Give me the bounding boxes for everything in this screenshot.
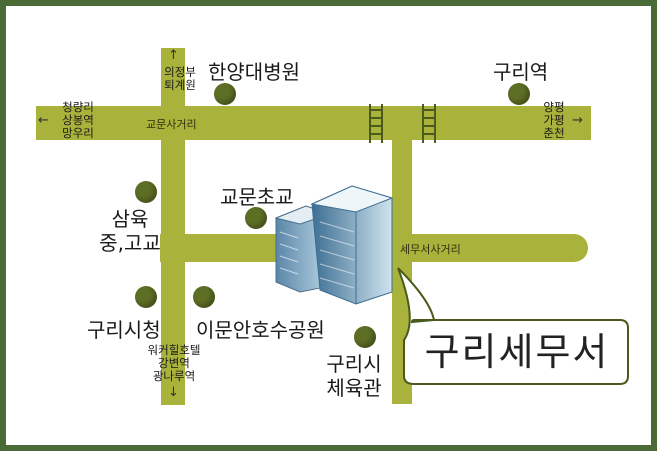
road-vertical-left bbox=[161, 48, 185, 405]
east-line1-text: 양평 bbox=[543, 100, 565, 114]
gym-line1-text: 구리시 bbox=[326, 352, 382, 376]
arrow-south-icon: ↓ bbox=[168, 385, 179, 400]
south-line3-text: 광나루역 bbox=[152, 369, 196, 383]
guri-cityhall-label: 구리시청 bbox=[87, 318, 161, 342]
guri-gym-label: 구리시 체육관 bbox=[322, 352, 386, 400]
road-horizontal-top bbox=[36, 106, 591, 140]
guri-cityhall-marker bbox=[135, 286, 157, 308]
west-line2-text: 상봉역 bbox=[62, 113, 94, 127]
semuseo-intersection-label: 세무서사거리 bbox=[400, 243, 461, 256]
south-direction-label: 워커힐호텔 강변역 광나루역 bbox=[138, 344, 210, 383]
gyomun-school-label: 교문초교 bbox=[220, 185, 294, 209]
hanyang-hospital-marker bbox=[214, 83, 236, 105]
samyuk-line2-text: 중,고교 bbox=[99, 231, 161, 255]
hanyang-hospital-label: 한양대병원 bbox=[208, 60, 300, 84]
imun-park-marker bbox=[193, 286, 215, 308]
destination-name: 구리세무서 bbox=[424, 330, 610, 374]
guri-gym-marker bbox=[354, 326, 376, 348]
gyomun-intersection-label: 교문사거리 bbox=[146, 118, 197, 131]
north-bottom-text: 퇴계원 bbox=[164, 78, 196, 92]
north-top-text: 의정부 bbox=[164, 65, 196, 79]
west-line1-text: 청량리 bbox=[62, 100, 94, 114]
west-direction-label: 청량리 상봉역 망우리 bbox=[54, 101, 102, 140]
gyomun-school-marker bbox=[245, 207, 267, 229]
samyuk-school-marker bbox=[135, 181, 157, 203]
guri-station-label: 구리역 bbox=[493, 60, 549, 84]
north-direction-label: 의정부 퇴계원 bbox=[152, 66, 208, 92]
south-line1-text: 워커힐호텔 bbox=[147, 343, 201, 357]
east-line2-text: 가평 bbox=[543, 113, 565, 127]
east-line3-text: 춘천 bbox=[543, 126, 565, 140]
east-direction-label: 양평 가평 춘천 bbox=[536, 101, 572, 140]
arrow-west-icon: ← bbox=[38, 113, 49, 128]
south-line2-text: 강변역 bbox=[158, 356, 190, 370]
gym-line2-text: 체육관 bbox=[326, 376, 382, 400]
road-vertical-right bbox=[392, 106, 412, 404]
imun-park-label: 이문안호수공원 bbox=[196, 318, 325, 342]
samyuk-line1-text: 삼육 bbox=[111, 207, 149, 231]
arrow-east-icon: → bbox=[572, 113, 583, 128]
west-line3-text: 망우리 bbox=[62, 126, 94, 140]
samyuk-school-label: 삼육 중,고교 bbox=[98, 207, 162, 255]
guri-station-marker bbox=[508, 83, 530, 105]
arrow-north-icon: ↑ bbox=[168, 48, 179, 63]
